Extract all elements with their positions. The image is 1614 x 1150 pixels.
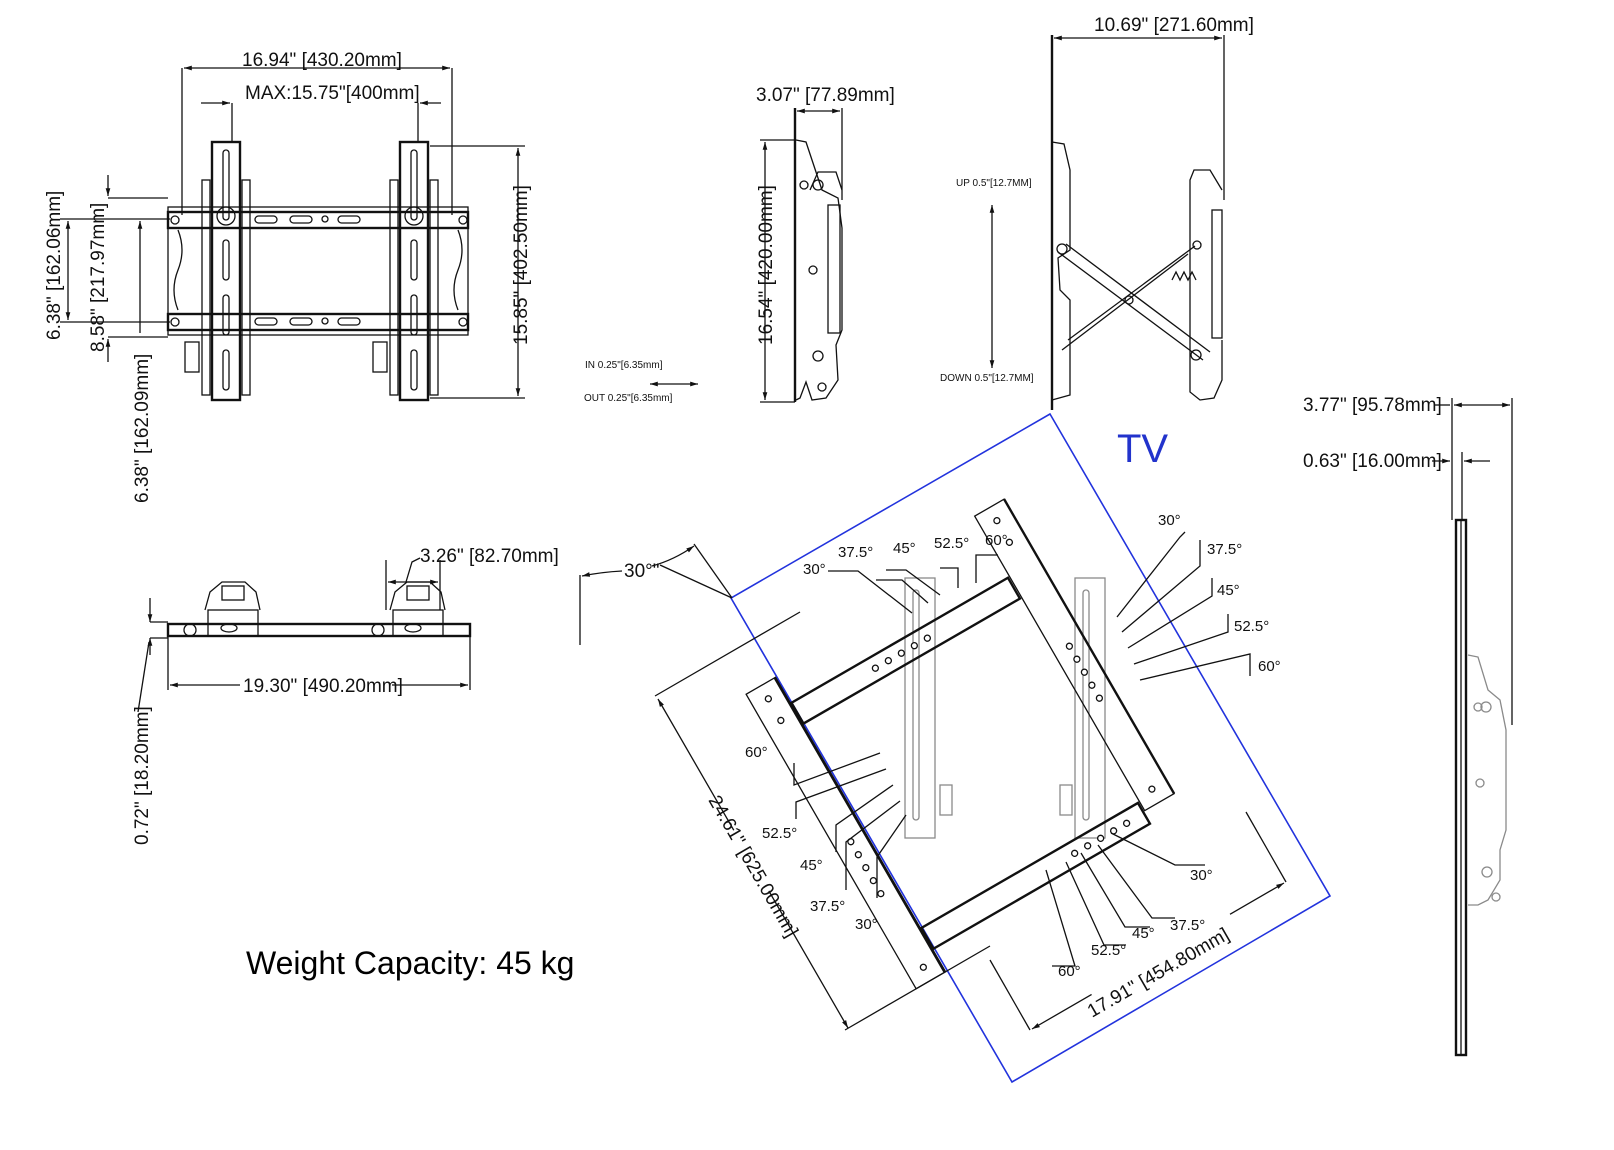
up-label: UP 0.5"[12.7MM] (956, 178, 1032, 189)
rotation-angle: 30°" (624, 561, 659, 582)
dim-tilt-height: 16.54" [420.00mm] (756, 185, 777, 345)
dim-left-2: 8.58" [217.97mm] (88, 203, 109, 352)
in-out-note: IN 0.25"[6.35mm] OUT 0.25"[6.35mm] (584, 360, 698, 404)
in-label: IN 0.25"[6.35mm] (585, 360, 663, 371)
tv-label: TV (1117, 427, 1168, 471)
svg-text:60°: 60° (745, 744, 768, 761)
svg-text:45°: 45° (1217, 582, 1240, 599)
svg-text:30°: 30° (855, 916, 878, 933)
angle-callouts-bottom: 30° 37.5° 45° 52.5° 60° (1045, 832, 1213, 980)
side-extended-view: 10.69" [271.60mm] UP 0.5"[12.7MM] DOWN 0… (940, 15, 1254, 410)
angle-callouts-left: 60° 52.5° 45° 37.5° 30° (745, 744, 907, 933)
side-tilt-view: 3.07" [77.89mm] 16.54" [420.00mm] (756, 85, 895, 403)
dim-left-1: 6.38" [162.06mm] (44, 191, 65, 340)
lower-crossbar (919, 801, 1152, 951)
tv-outline (729, 412, 1332, 1084)
dim-extended-depth: 10.69" [271.60mm] (1094, 15, 1254, 36)
dim-overall-width: 16.94" [430.20mm] (242, 50, 402, 71)
svg-text:37.5°: 37.5° (1207, 541, 1242, 558)
svg-text:45°: 45° (893, 540, 916, 557)
svg-text:52.5°: 52.5° (762, 825, 797, 842)
out-label: OUT 0.25"[6.35mm] (584, 393, 673, 404)
svg-text:60°: 60° (1258, 658, 1281, 675)
ghost-mount (904, 577, 1106, 839)
rotated-mount (745, 498, 1176, 990)
dim-overall-top-width: 19.30" [490.20mm] (243, 676, 403, 697)
svg-text:52.5°: 52.5° (1234, 618, 1269, 635)
weight-capacity: Weight Capacity: 45 kg (246, 945, 574, 981)
svg-text:60°: 60° (1058, 963, 1081, 980)
dim-min-depth: 0.63" [16.00mm] (1303, 451, 1442, 472)
svg-text:52.5°: 52.5° (934, 535, 969, 552)
front-view: 16.94" [430.20mm] MAX:15.75"[400mm] 15.8… (44, 50, 532, 503)
top-bracket-right (371, 581, 446, 637)
svg-text:37.5°: 37.5° (1170, 917, 1205, 934)
upper-crossbar (789, 576, 1022, 726)
dim-total-depth: 3.77" [95.78mm] (1303, 395, 1442, 416)
profile-view: 3.77" [95.78mm] 0.63" [16.00mm] (1303, 395, 1513, 1057)
vertical-bracket-left (184, 140, 251, 402)
angle-callouts-right: 30° 37.5° 45° 52.5° 60° (1116, 512, 1281, 681)
dim-left-3: 6.38" [162.09mm] (132, 354, 153, 503)
svg-text:30°: 30° (1190, 867, 1213, 884)
angle-callouts-top: 30° 37.5° 45° 52.5° 60° (803, 532, 1008, 614)
vertical-bracket-right (372, 140, 439, 402)
rotated-view: TV (579, 412, 1332, 1084)
svg-text:37.5°: 37.5° (810, 898, 845, 915)
wall-plate (167, 206, 469, 336)
dim-height-right: 15.85" [402.50mm] (511, 185, 532, 345)
top-bracket-left (183, 581, 261, 637)
svg-text:30°: 30° (1158, 512, 1181, 529)
dim-tilt-depth: 3.07" [77.89mm] (756, 85, 895, 106)
dim-thickness: 0.72" [18.20mm] (132, 706, 153, 845)
top-view: 3.26" [82.70mm] 19.30" [490.20mm] 0.72" … (132, 546, 559, 845)
svg-text:52.5°: 52.5° (1091, 942, 1126, 959)
dim-max-vesa: MAX:15.75"[400mm] (245, 83, 420, 104)
down-label: DOWN 0.5"[12.7MM] (940, 373, 1034, 384)
dim-bracket-width: 3.26" [82.70mm] (420, 546, 559, 567)
svg-text:37.5°: 37.5° (838, 544, 873, 561)
svg-text:45°: 45° (1132, 925, 1155, 942)
svg-text:30°: 30° (803, 561, 826, 578)
plate-slots (170, 215, 468, 327)
svg-text:45°: 45° (800, 857, 823, 874)
svg-text:60°: 60° (985, 532, 1008, 549)
